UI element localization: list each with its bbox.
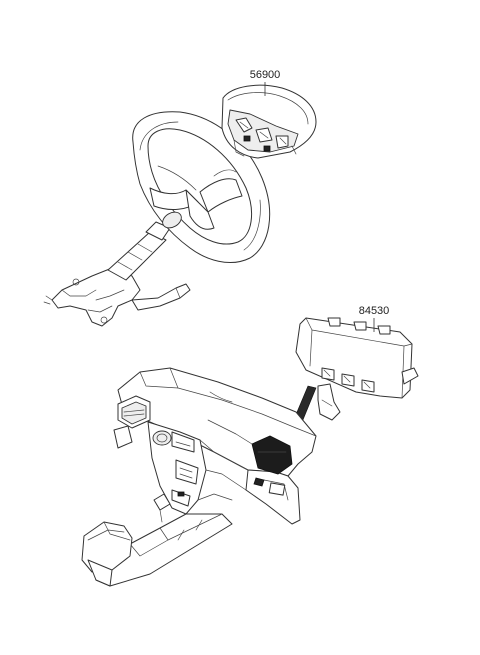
callout-driver-airbag: 56900 — [250, 69, 281, 81]
callout-passenger-airbag: 84530 — [359, 305, 390, 317]
dashboard-assembly — [81, 367, 317, 587]
steering-column — [43, 221, 191, 327]
steering-wheel — [132, 111, 271, 264]
passenger-airbag-opening — [251, 435, 293, 475]
driver-airbag-module — [221, 84, 317, 159]
passenger-airbag-module — [295, 317, 419, 421]
